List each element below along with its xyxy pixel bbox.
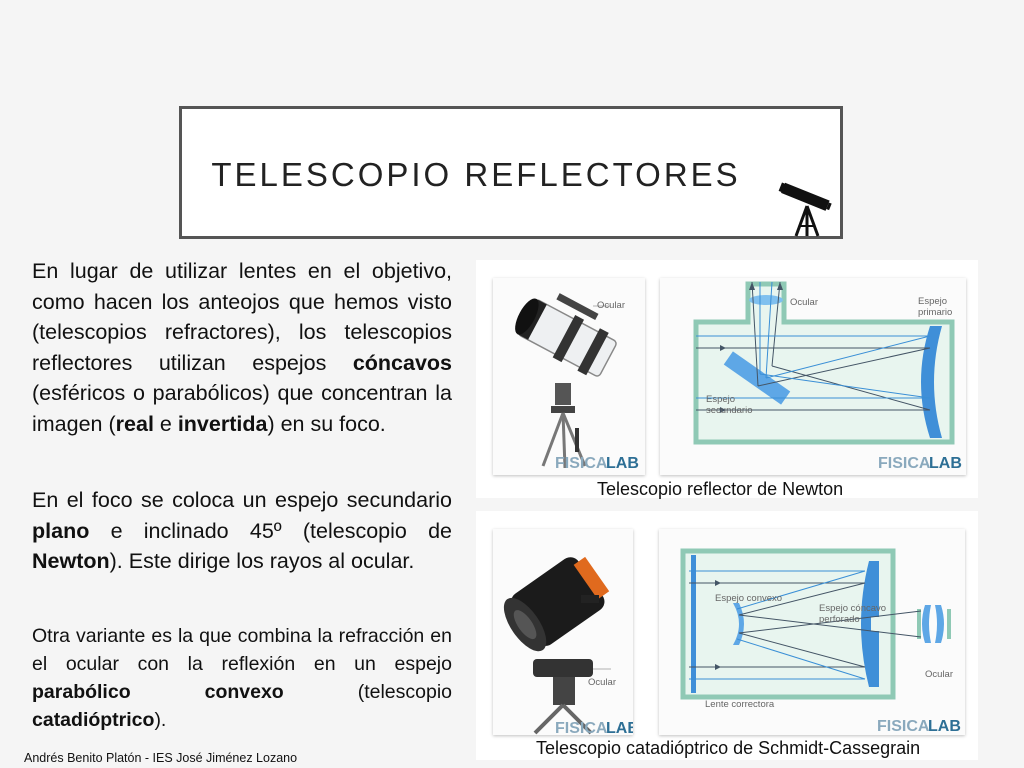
schmidt-photo-ocular-label: Ocular [588, 677, 616, 688]
fisicalab-logo-b: LAB [606, 455, 639, 472]
paragraph-intro: En lugar de utilizar lentes en el objeti… [32, 259, 452, 436]
schmidt-corrector-lens-label: Lente correctora [705, 699, 775, 710]
schmidt-concave-mirror-label-2: perforado [819, 614, 860, 625]
newton-ocular-label: Ocular [790, 297, 818, 308]
schmidt-figure: Ocular FISICA LAB [476, 511, 978, 760]
fisicalab-logo-f: LAB [606, 720, 633, 735]
fisicalab-logo-d: LAB [929, 455, 962, 472]
paragraph-newton: En el foco se coloca un espejo secundari… [32, 488, 452, 573]
newton-secondary-mirror-label-1: Espejo [706, 394, 735, 405]
schmidt-caption: Telescopio catadióptrico de Schmidt-Cass… [536, 738, 921, 758]
footer-author: Andrés Benito Platón - IES José Jiménez … [24, 751, 298, 765]
newton-photo-card: Ocular FISICA LAB [493, 278, 645, 475]
schmidt-concave-mirror-label-1: Espejo cóncavo [819, 603, 886, 614]
newton-diagram-card: Ocular Espejo primario Espejo secundario… [660, 278, 966, 475]
newton-primary-mirror-label-1: Espejo [918, 296, 947, 307]
fisicalab-logo-a: FISICA [555, 455, 608, 472]
fisicalab-logo-c: FISICA [878, 455, 931, 472]
newton-caption: Telescopio reflector de Newton [597, 479, 844, 499]
newton-diagram: Ocular Espejo primario Espejo secundario… [693, 281, 962, 472]
newton-figure: Ocular FISICA LAB [476, 260, 978, 498]
schmidt-diagram-card: Espejo convexo Espejo cóncavo perforado … [659, 529, 965, 735]
fisicalab-logo-g: FISICA [877, 718, 930, 735]
newton-telescope-photo: Ocular FISICA LAB [515, 293, 639, 472]
fisicalab-logo-h: LAB [928, 718, 961, 735]
schmidt-ocular-label: Ocular [925, 669, 953, 680]
fisicalab-logo-e: FISICA [555, 720, 608, 735]
schmidt-photo-card: Ocular FISICA LAB [493, 529, 639, 737]
schmidt-telescope-photo: Ocular FISICA LAB [503, 556, 639, 737]
telescope-icon [778, 182, 832, 237]
title-box: TELESCOPIO REFLECTORES [179, 106, 843, 239]
schmidt-diagram: Espejo convexo Espejo cóncavo perforado … [680, 548, 961, 735]
newton-primary-mirror-label-2: primario [918, 307, 952, 318]
slide-title: TELESCOPIO REFLECTORES [211, 156, 741, 193]
schmidt-convex-mirror-label: Espejo convexo [715, 593, 782, 604]
paragraph-catadioptric: Otra variante es la que combina la refra… [32, 625, 453, 731]
newton-secondary-mirror-label-2: secundario [706, 405, 752, 416]
newton-photo-ocular-label: Ocular [597, 300, 625, 311]
